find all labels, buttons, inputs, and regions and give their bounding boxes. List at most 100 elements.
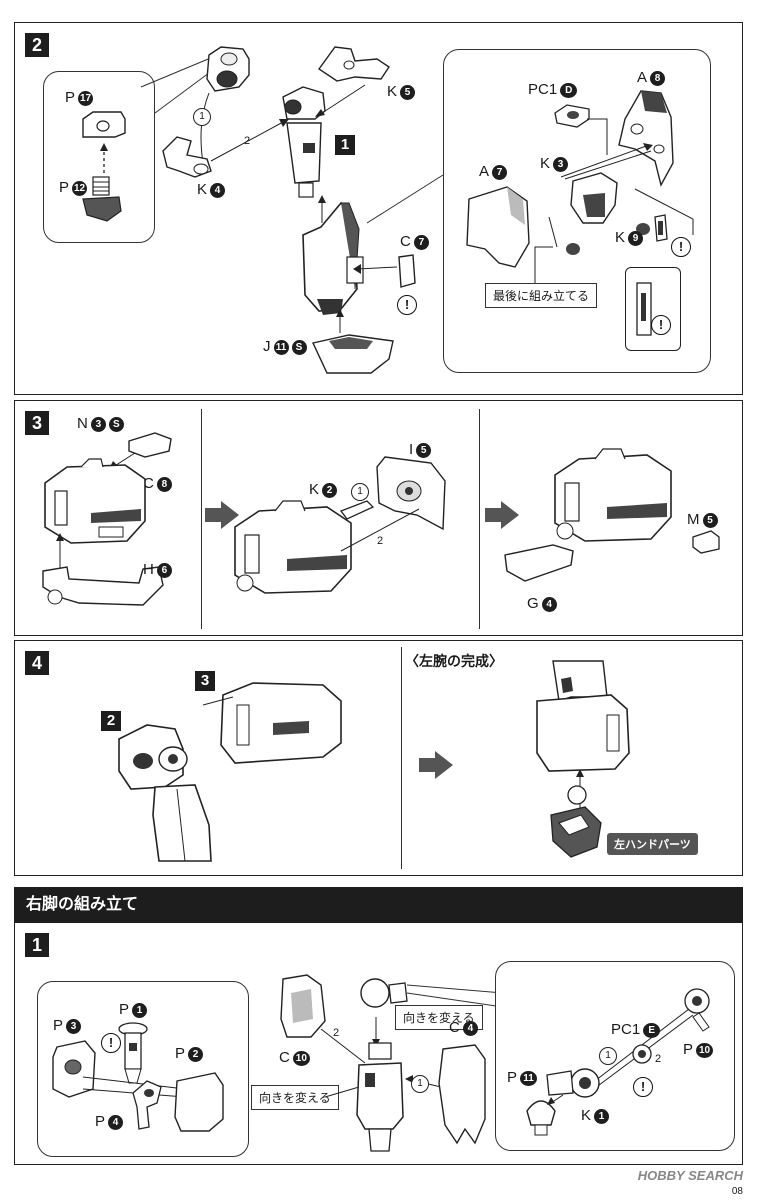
step-number: 3 <box>25 411 49 435</box>
warning-icon: ! <box>397 295 417 315</box>
callout-rotate-b: 向きを変える <box>395 1005 483 1030</box>
complete-divider <box>401 647 402 869</box>
callout-assemble-last: 最後に組み立てる <box>485 283 598 308</box>
part-g4-illustration <box>504 544 574 582</box>
order-2-hex: 2 <box>377 535 384 547</box>
part-leg-core <box>356 1042 404 1152</box>
flip-icon: S <box>108 417 124 432</box>
callout-bracket <box>534 216 558 287</box>
i5-assembly-line <box>340 508 420 552</box>
order-2-hex-b: 2 <box>655 1053 662 1065</box>
part-j11-illustration <box>311 334 394 374</box>
brand-watermark: HOBBY SEARCH <box>637 1168 743 1183</box>
k5-arrow <box>315 84 366 117</box>
flow-arrow-2 <box>485 501 519 529</box>
c7-arrow <box>353 264 398 274</box>
flow-arrow-1 <box>205 501 239 529</box>
part-left-hand <box>550 785 602 858</box>
warning-icon-p1: ! <box>101 1033 121 1053</box>
part-assembled-c8-b <box>554 448 672 542</box>
p11-arrow <box>547 1094 564 1105</box>
order-2-hex: 2 <box>333 1027 340 1039</box>
part-arm-assembly <box>118 682 342 862</box>
part-k1-illustration <box>546 1068 600 1098</box>
hand-parts-label: 左ハンドパーツ <box>607 833 698 855</box>
k9-line <box>634 188 694 235</box>
order-1: 1 <box>193 108 211 126</box>
part-k3-pin <box>560 143 653 180</box>
part-pc1e-illustration <box>632 1044 652 1064</box>
part-p3-illustration <box>52 1040 96 1098</box>
step-number: 1 <box>25 933 49 957</box>
warning-icon-k9: ! <box>671 237 691 257</box>
page-number: 08 <box>731 1186 743 1197</box>
part-pc1d-illustration <box>554 104 590 128</box>
arrow-up-to-arm <box>318 195 326 223</box>
k9-detail-box <box>625 267 681 351</box>
part-k5-illustration <box>318 46 390 82</box>
assembly-line-2 <box>210 119 289 162</box>
step-number: 2 <box>25 33 49 57</box>
right-bubble-pointer <box>406 984 504 1008</box>
complete-title: 〈左腕の完成〉 <box>405 653 503 669</box>
part-completed-forearm <box>536 660 630 772</box>
part-forearm <box>302 201 364 315</box>
detail-pointer-lines <box>366 174 444 224</box>
c10-assembly-line <box>320 1028 366 1064</box>
part-a7-illustration <box>466 186 530 268</box>
part-p4-illustration <box>132 1080 162 1130</box>
part-c8-illustration <box>44 458 146 544</box>
warning-icon-pc1e: ! <box>633 1077 653 1097</box>
part-shoulder-joint <box>206 46 250 92</box>
callout-a-pointer <box>324 1086 360 1098</box>
part-c4-illustration <box>438 1044 486 1145</box>
sub-divider-2 <box>479 409 480 629</box>
part-k2-illustration <box>339 500 375 520</box>
j11-arrow <box>336 309 344 333</box>
order-1: 1 <box>351 483 369 501</box>
warning-icon-detail: ! <box>651 315 671 335</box>
part-joint-ball <box>360 978 408 1008</box>
flow-arrow-complete <box>419 751 453 779</box>
pc1d-line <box>587 118 608 155</box>
part-p11-illustration <box>526 1100 556 1136</box>
k9-detail-illustration <box>636 282 652 336</box>
step-number: 4 <box>25 651 49 675</box>
part-p1-illustration <box>118 1022 148 1084</box>
part-i5-illustration <box>376 456 446 531</box>
part-n3-illustration <box>128 432 172 458</box>
part-k3-illustration <box>570 172 618 224</box>
part-p17-illustration <box>82 111 126 138</box>
part-m5-illustration <box>692 530 720 554</box>
ref-step-2: 2 <box>101 711 121 731</box>
dashed-arrow <box>100 143 108 173</box>
part-assembled-c8-a <box>234 500 352 594</box>
